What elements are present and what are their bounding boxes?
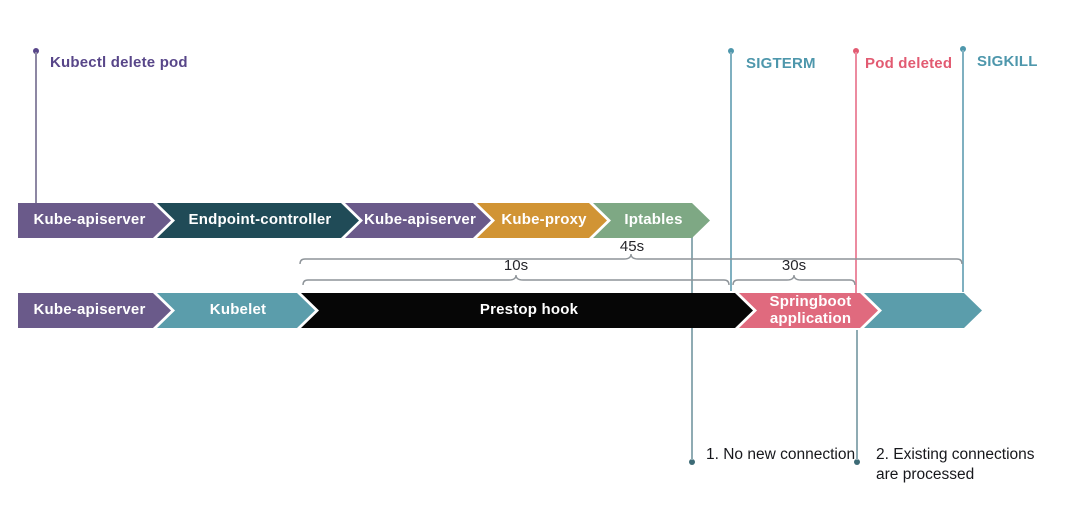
sigkill-event-line xyxy=(962,50,964,292)
sigkill-event-label: SIGKILL xyxy=(977,53,1038,70)
sigterm-event-label: SIGTERM xyxy=(746,55,816,72)
pod-deleted-event-label: Pod deleted xyxy=(865,55,953,72)
arrow-segment-grace-tail xyxy=(864,293,982,328)
duration-30s-label: 30s xyxy=(781,257,807,274)
arrow-segment-label: Kubelet xyxy=(209,301,267,319)
sigterm-event-dot xyxy=(728,48,734,54)
arrow-segment-kubelet: Kubelet xyxy=(157,293,315,328)
annotation-existing-connections: 2. Existing connections are processed xyxy=(876,446,1035,484)
arrow-segment-label: Springboot application xyxy=(769,293,852,327)
arrow-segment-kube-apiserver: Kube-apiserver xyxy=(345,203,491,238)
arrow-segment-iptables: Iptables xyxy=(593,203,710,238)
arrow-segment-label: Iptables xyxy=(624,211,683,229)
arrow-segment-label: Endpoint-controller xyxy=(188,211,332,229)
duration-45s-label: 45s xyxy=(619,238,645,255)
arrow-segment-label: Kube-apiserver xyxy=(363,211,476,229)
kubectl-event-label: Kubectl delete pod xyxy=(50,54,188,71)
arrow-segment-kube-apiserver: Kube-apiserver xyxy=(18,293,171,328)
arrow-segment-kube-apiserver: Kube-apiserver xyxy=(18,203,171,238)
duration-10s-label: 10s xyxy=(503,257,529,274)
kubectl-event-dot xyxy=(33,48,39,54)
bracket-45s xyxy=(299,253,963,265)
no-new-connection-line xyxy=(691,234,693,460)
arrow-segment-springboot-application: Springboot application xyxy=(739,293,878,328)
existing-connections-dot xyxy=(854,459,860,465)
pod-deleted-event-dot xyxy=(853,48,859,54)
arrow-segment-kube-proxy: Kube-proxy xyxy=(477,203,607,238)
arrow-segment-label: Prestop hook xyxy=(479,301,579,319)
arrow-segment-label: Kube-apiserver xyxy=(33,211,146,229)
kubectl-event-line xyxy=(35,52,37,203)
pod-deleted-event-line xyxy=(855,52,857,293)
no-new-connection-dot xyxy=(689,459,695,465)
arrow-segment-prestop-hook: Prestop hook xyxy=(301,293,753,328)
sigterm-event-line xyxy=(730,52,732,291)
sigkill-event-dot xyxy=(960,46,966,52)
annotation-no-new-connection: 1. No new connection xyxy=(706,446,856,463)
arrow-segment-endpoint-controller: Endpoint-controller xyxy=(157,203,359,238)
arrow-segment-label: Kube-proxy xyxy=(501,211,587,229)
existing-connections-line xyxy=(856,330,858,460)
bracket-10s xyxy=(302,274,730,286)
arrow-segment-label: Kube-apiserver xyxy=(33,301,146,319)
bracket-30s xyxy=(732,274,856,286)
